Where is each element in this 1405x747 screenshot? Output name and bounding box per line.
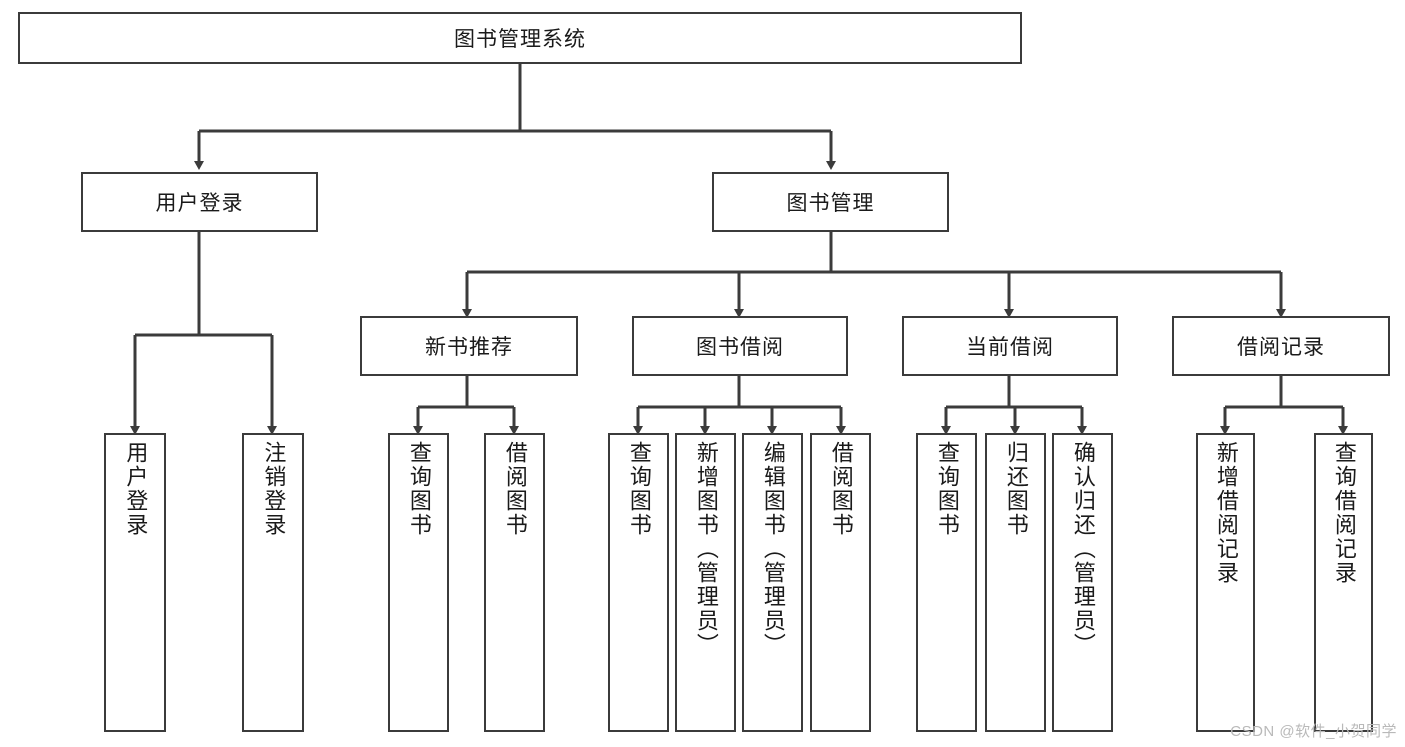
- node-label: 注销登录: [261, 441, 287, 537]
- node-leaf-confirm-return-admin[interactable]: 确认归还（管理员）: [1052, 433, 1113, 732]
- node-leaf-logout[interactable]: 注销登录: [242, 433, 304, 732]
- node-book-management[interactable]: 图书管理: [712, 172, 949, 232]
- node-leaf-edit-book-admin[interactable]: 编辑图书（管理员）: [742, 433, 803, 732]
- node-label: 确认归还（管理员）: [1070, 441, 1096, 657]
- node-leaf-borrow-book-recommend[interactable]: 借阅图书: [484, 433, 545, 732]
- node-label: 新书推荐: [425, 336, 513, 359]
- node-leaf-query-book-borrow[interactable]: 查询图书: [608, 433, 669, 732]
- node-label: 借阅图书: [828, 441, 854, 537]
- node-label: 图书管理系统: [454, 28, 586, 51]
- node-leaf-add-borrow-record[interactable]: 新增借阅记录: [1196, 433, 1255, 732]
- node-book-borrow[interactable]: 图书借阅: [632, 316, 848, 376]
- node-label: 当前借阅: [966, 336, 1054, 359]
- watermark-text: CSDN @软件_小贺同学: [1230, 723, 1397, 740]
- node-label: 新增图书（管理员）: [693, 441, 719, 657]
- node-label: 借阅记录: [1237, 336, 1325, 359]
- node-current-borrow[interactable]: 当前借阅: [902, 316, 1118, 376]
- node-label: 新增借阅记录: [1213, 441, 1239, 585]
- node-borrow-record[interactable]: 借阅记录: [1172, 316, 1390, 376]
- node-new-book-recommend[interactable]: 新书推荐: [360, 316, 578, 376]
- node-label: 查询图书: [406, 441, 432, 537]
- node-label: 归还图书: [1003, 441, 1029, 537]
- node-leaf-add-book-admin[interactable]: 新增图书（管理员）: [675, 433, 736, 732]
- node-leaf-query-borrow-record[interactable]: 查询借阅记录: [1314, 433, 1373, 732]
- node-label: 查询图书: [934, 441, 960, 537]
- node-label: 用户登录: [123, 441, 149, 537]
- node-label: 查询图书: [626, 441, 652, 537]
- node-leaf-query-book-recommend[interactable]: 查询图书: [388, 433, 449, 732]
- node-label: 用户登录: [155, 192, 244, 215]
- node-label: 编辑图书（管理员）: [760, 441, 786, 657]
- node-leaf-user-login[interactable]: 用户登录: [104, 433, 166, 732]
- node-leaf-return-book[interactable]: 归还图书: [985, 433, 1046, 732]
- node-label: 借阅图书: [502, 441, 528, 537]
- node-leaf-query-book-current[interactable]: 查询图书: [916, 433, 977, 732]
- node-leaf-borrow-book[interactable]: 借阅图书: [810, 433, 871, 732]
- node-label: 查询借阅记录: [1331, 441, 1357, 585]
- node-root-system[interactable]: 图书管理系统: [18, 12, 1022, 64]
- node-user-login[interactable]: 用户登录: [81, 172, 318, 232]
- node-label: 图书借阅: [696, 336, 784, 359]
- node-label: 图书管理: [786, 192, 875, 215]
